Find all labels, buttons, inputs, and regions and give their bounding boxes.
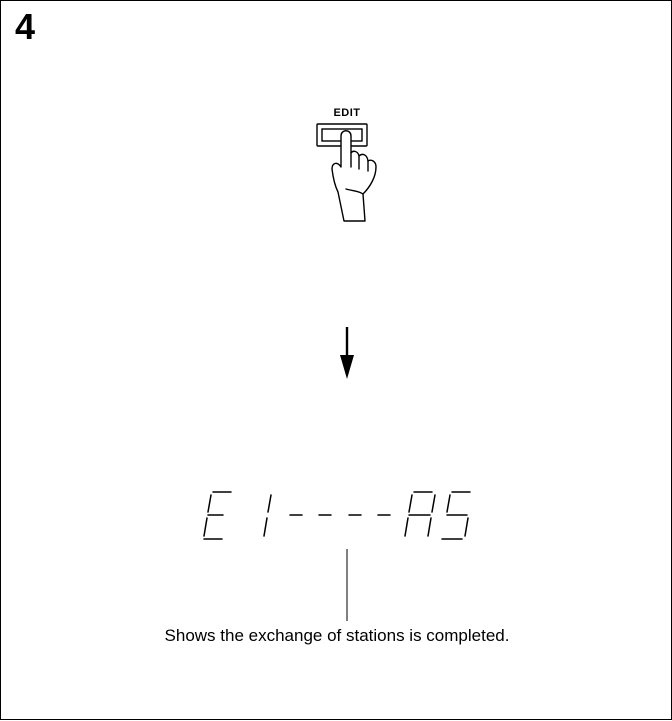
display-char-1 — [264, 495, 271, 536]
arrow-down-icon — [340, 327, 354, 379]
display-char-e — [204, 492, 231, 539]
display-char-a — [405, 492, 435, 536]
display-char-5 — [442, 492, 470, 539]
display-readout — [204, 492, 470, 539]
caption-text: Shows the exchange of stations is comple… — [1, 626, 672, 646]
